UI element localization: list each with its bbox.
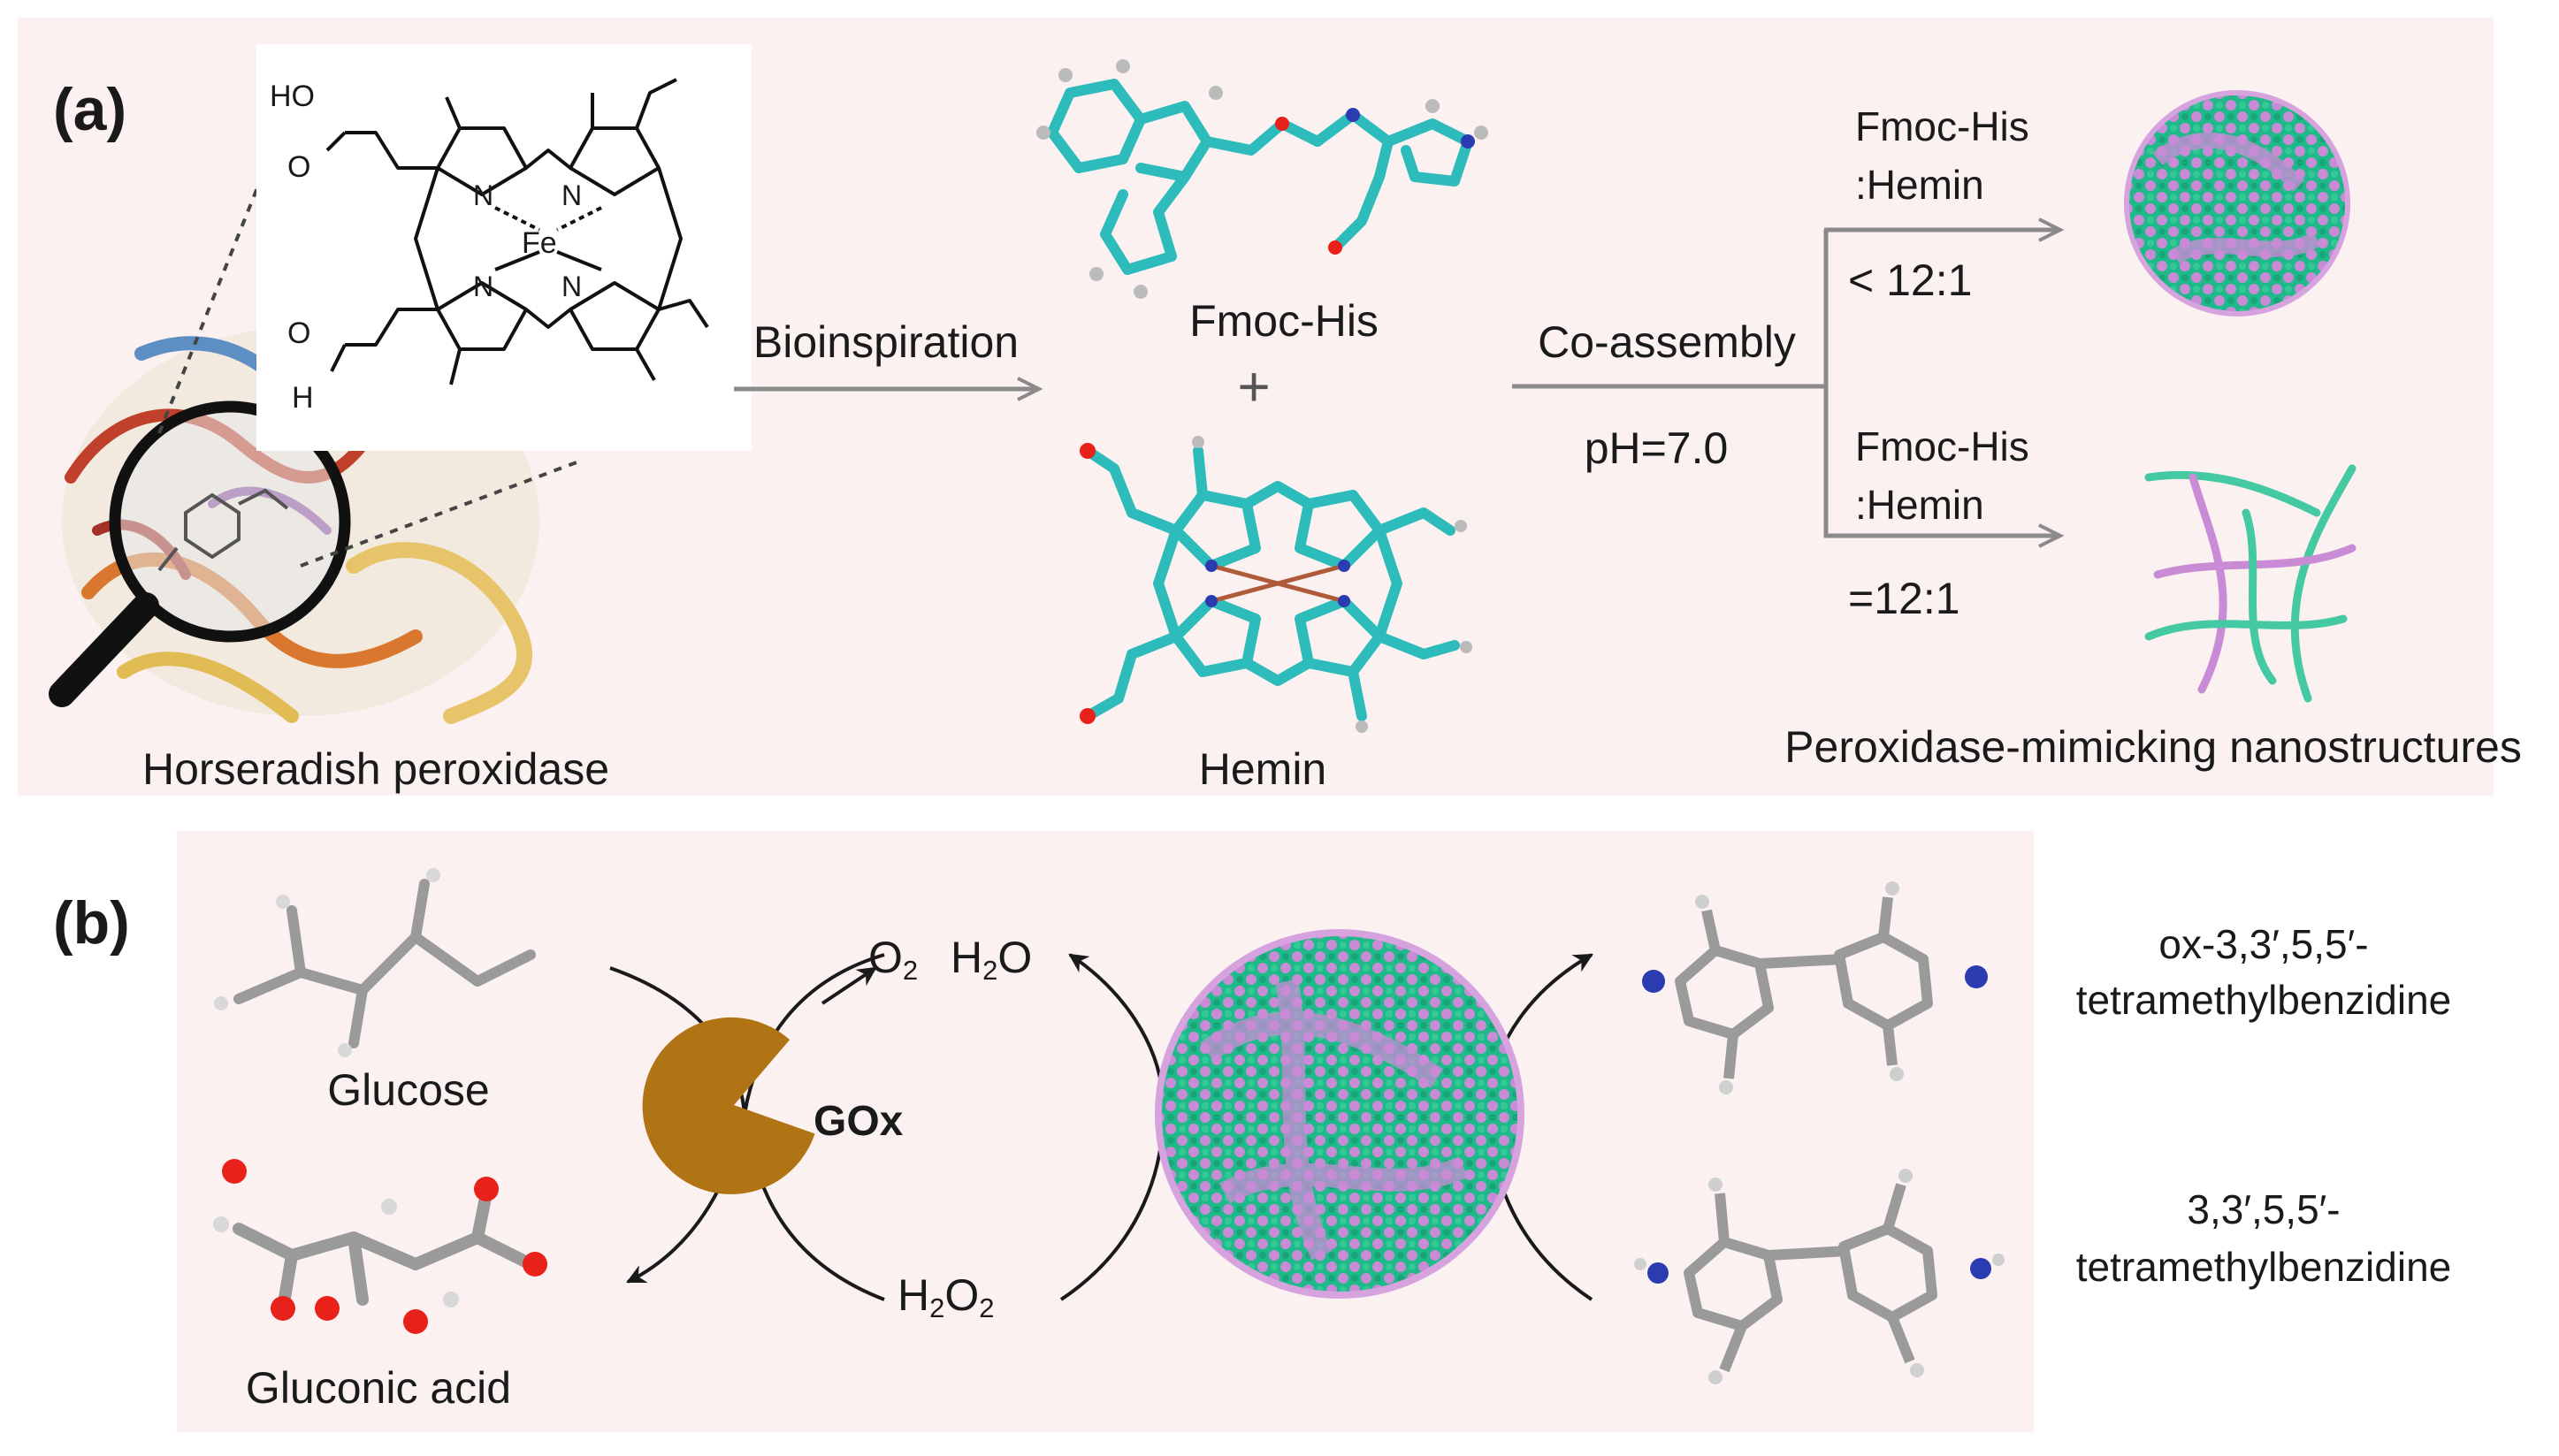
tmb-molecule [1634, 1169, 2005, 1384]
branch-bottom-line2: :Hemin [1855, 482, 1984, 528]
gluconic-acid-label: Gluconic acid [245, 1363, 512, 1413]
co-assembly-label: Co-assembly [1538, 317, 1796, 367]
hemin-ho-label: HO [270, 80, 315, 113]
hemin-o-top-label: O [287, 150, 311, 184]
nanosphere-top [2124, 90, 2350, 316]
bioinspiration-label: Bioinspiration [752, 317, 1020, 367]
panel-b-background [177, 831, 2034, 1432]
plus-sign: + [1237, 354, 1271, 418]
fmoc-his-label: Fmoc-His [1189, 296, 1379, 346]
h2o-label: H2O [951, 933, 1033, 986]
ox-tmb-line2: tetramethylbenzidine [2075, 977, 2452, 1023]
hemin-n3-label: N [473, 271, 494, 302]
fmoc-his-molecule [1036, 59, 1488, 299]
hemin-molecule-model [1080, 436, 1472, 733]
ph-label: pH=7.0 [1584, 423, 1729, 473]
branch-top-ratio: < 12:1 [1848, 255, 1973, 305]
gluconic-acid-molecule [213, 1159, 547, 1334]
branch-bottom-ratio: =12:1 [1848, 574, 1960, 623]
ox-tmb-molecule [1642, 881, 1988, 1094]
nanofibers [2144, 464, 2357, 703]
h2o2-label: H2O2 [898, 1270, 995, 1323]
hemin-n4-label: N [561, 271, 583, 302]
ox-tmb-line1: ox-3,3′,5,5′- [2158, 921, 2369, 967]
hemin-n1-label: N [473, 179, 494, 211]
panel-b-label: (b) [53, 889, 130, 957]
o2-label: O2 [868, 933, 919, 986]
gox-enzyme-icon [642, 1017, 815, 1194]
horseradish-peroxidase-label: Horseradish peroxidase [141, 744, 610, 794]
hemin-label: Hemin [1198, 744, 1327, 794]
hemin-skeletal-structure [256, 44, 752, 451]
branch-top-line2: :Hemin [1855, 162, 1984, 208]
hemin-n2-label: N [561, 179, 583, 211]
hemin-skeletal-bonds [325, 78, 709, 385]
nanostructures-label: Peroxidase-mimicking nanostructures [1784, 722, 2522, 772]
gox-label: GOx [814, 1098, 904, 1145]
magnifier-icon [49, 400, 351, 707]
nanosphere-catalyst [1155, 929, 1524, 1299]
tmb-line1: 3,3′,5,5′- [2187, 1186, 2341, 1232]
hemin-fe-label: Fe [522, 226, 557, 260]
branch-top-line1: Fmoc-His [1855, 103, 2029, 149]
branch-bottom-line1: Fmoc-His [1855, 423, 2029, 469]
tmb-line2: tetramethylbenzidine [2075, 1244, 2452, 1290]
panel-a-label: (a) [53, 76, 127, 143]
hemin-o-bottom-label: O [287, 316, 311, 350]
hemin-h-label: H [292, 381, 314, 415]
glucose-label: Glucose [327, 1065, 490, 1115]
glucose-molecule [214, 868, 536, 1057]
